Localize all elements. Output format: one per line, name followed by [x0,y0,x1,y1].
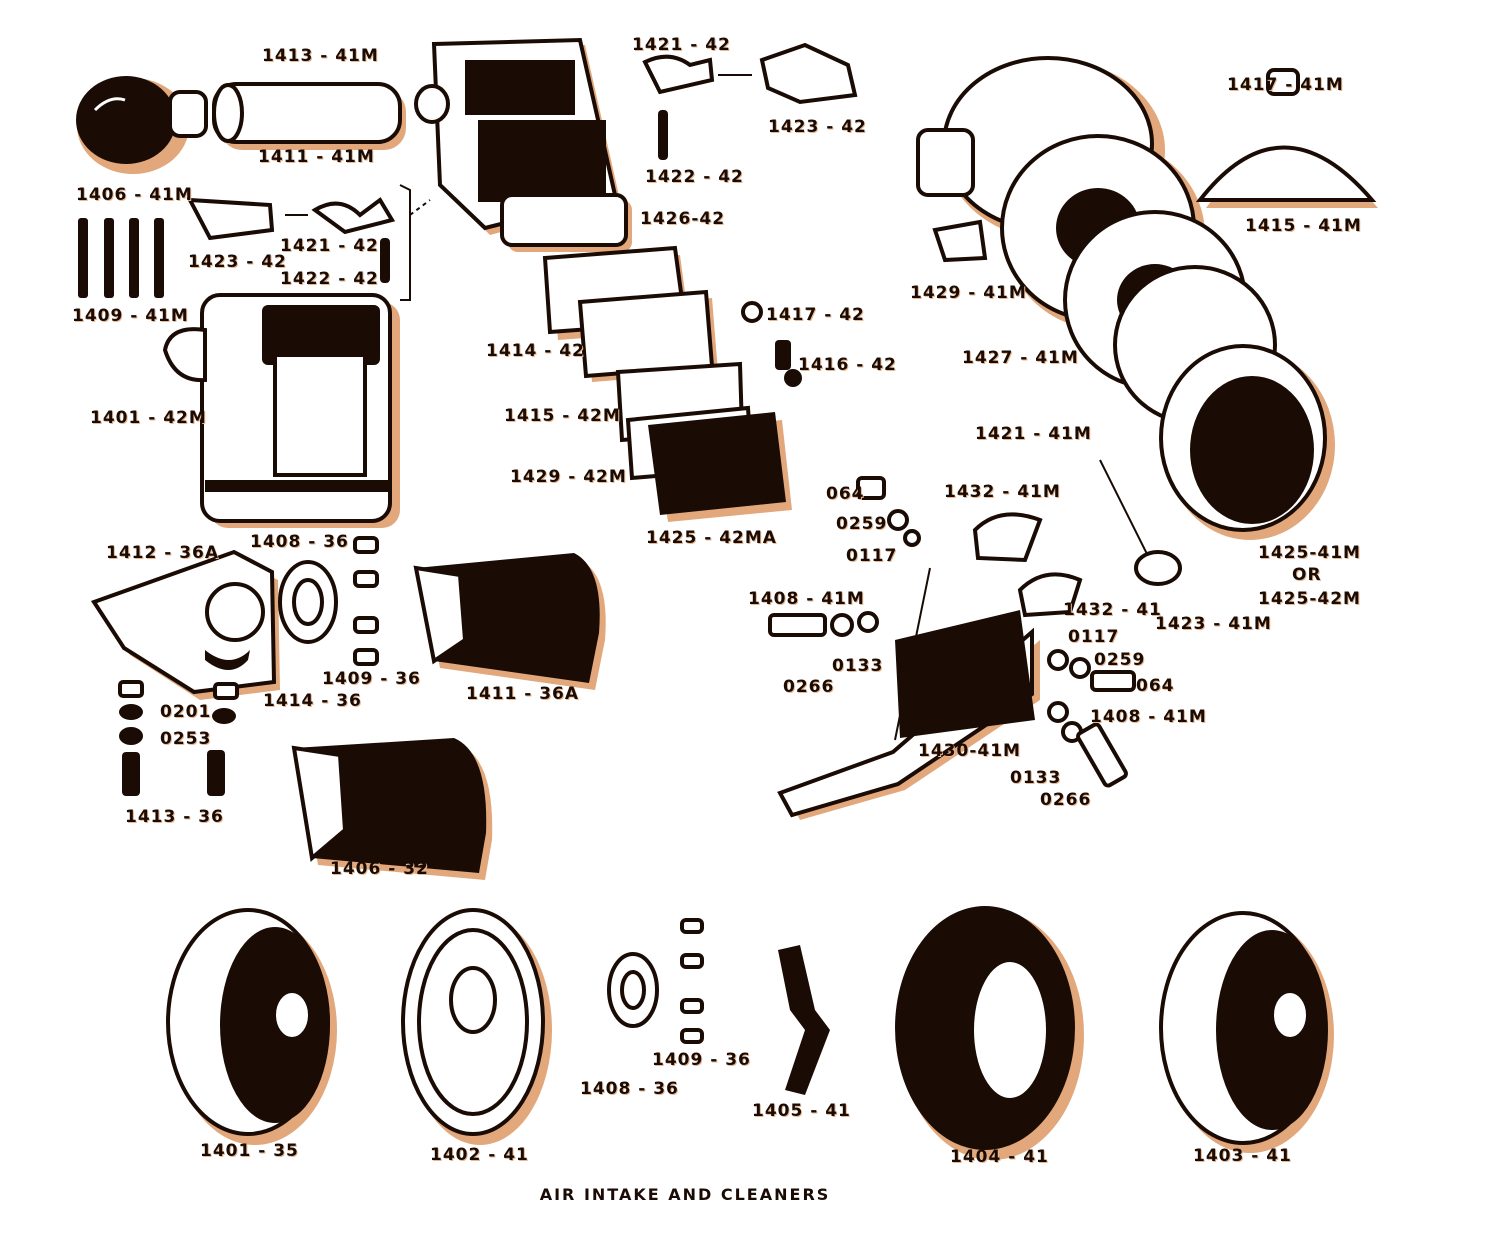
label-1411-41m: 1411 - 41M [258,147,375,167]
bracket-line [399,184,411,301]
label-1425-42ma: 1425 - 42MA [646,528,777,548]
gasket-1408-part [607,918,704,1044]
label-1408-41m-right: 1408 - 41M [1090,707,1207,727]
clip-part [186,197,396,241]
label-0117-top: 0117 [846,546,898,566]
label-1423-42-top: 1423 - 42 [768,117,867,137]
intake-elbow-part [90,549,280,700]
wing-bolt-part [1099,459,1182,586]
filter-tire-1404-part [895,906,1084,1160]
washers-left-part [118,680,239,796]
drum-cover-1403-part [1159,911,1334,1153]
drum-cover-1401-part [166,908,337,1145]
label-1405-41: 1405 - 41 [752,1101,851,1121]
intake-hose-part [212,82,406,150]
label-1403-41: 1403 - 41 [1193,1146,1292,1166]
label-064-top: 064 [826,484,865,504]
label-1408-36-bot: 1408 - 36 [580,1079,679,1099]
label-1415-41m: 1415 - 41M [1245,216,1362,236]
label-or: OR [1292,565,1322,585]
label-1416-42: 1416 - 42 [798,355,897,375]
bolt-set-part [78,218,164,298]
diagram-title: AIR INTAKE AND CLEANERS [539,1185,831,1204]
label-1402-41: 1402 - 41 [430,1145,529,1165]
label-0266-right: 0266 [1040,790,1092,810]
label-1429-42m: 1429 - 42M [510,467,627,487]
label-1408-36-mid: 1408 - 36 [250,532,349,552]
label-0201: 0201 [160,702,212,722]
gasket-part [278,560,338,644]
label-1422-42-top: 1422 - 42 [645,167,744,187]
mount-bracket-part [777,567,1040,820]
label-1421-42-left: 1421 - 42 [280,236,379,256]
label-1425-41m: 1425-41M [1258,543,1361,563]
backplate-1402-part [401,908,552,1145]
top-clip-part [642,42,858,160]
pin-part [380,238,390,283]
label-1422-42-left: 1422 - 42 [280,269,379,289]
label-1401-35: 1401 - 35 [200,1141,299,1161]
label-1423-41m: 1423 - 41M [1155,614,1272,634]
label-0266-left: 0266 [783,677,835,697]
label-1427-41m: 1427 - 41M [962,348,1079,368]
label-0259-top: 0259 [836,514,888,534]
strap-1405-part [778,945,830,1095]
label-1414-42: 1414 - 42 [486,341,585,361]
label-1409-36-mid: 1409 - 36 [322,669,421,689]
label-1404-41: 1404 - 41 [950,1147,1049,1167]
label-1430-41m: 1430-41M [918,741,1021,761]
filter-elements-part [542,245,792,522]
label-064-right: 064 [1136,676,1175,696]
scoop-part [413,553,606,690]
label-0117-right: 0117 [1068,627,1120,647]
lower-scoop-part [291,738,493,880]
label-1411-36a: 1411 - 36A [466,684,580,704]
round-cap-part [76,76,208,174]
label-1413-41m: 1413 - 41M [262,46,379,66]
label-1406-41m: 1406 - 41M [76,185,193,205]
label-0253: 0253 [160,729,212,749]
label-1426-42: 1426-42 [640,209,726,229]
label-1421-42-top: 1421 - 42 [632,35,731,55]
label-1413-36: 1413 - 36 [125,807,224,827]
bolts-washers-part [768,476,1136,788]
cover-plate-part [500,193,632,252]
screws-part [353,536,379,666]
label-1421-41m: 1421 - 41M [975,424,1092,444]
dome-cap-part [1195,68,1378,208]
outer-cup-part [1159,344,1335,540]
label-1415-42m: 1415 - 42M [504,406,621,426]
label-1412-36a: 1412 - 36A [106,543,220,563]
label-1409-36-bot: 1409 - 36 [652,1050,751,1070]
label-1417-42: 1417 - 42 [766,305,865,325]
label-1414-36: 1414 - 36 [263,691,362,711]
label-1423-42-left: 1423 - 42 [188,252,287,272]
label-1429-41m: 1429 - 41M [910,283,1027,303]
air-cleaner-box-part [162,293,400,528]
label-1401-42m: 1401 - 42M [90,408,207,428]
small-nut-part [741,301,802,387]
label-1432-41: 1432 - 41 [1063,600,1162,620]
label-1432-41m: 1432 - 41M [944,482,1061,502]
label-1409-41m: 1409 - 41M [72,306,189,326]
label-0133-right: 0133 [1010,768,1062,788]
label-0259-right: 0259 [1094,650,1146,670]
label-0133-left: 0133 [832,656,884,676]
label-1417-41m: 1417 - 41M [1227,75,1344,95]
strap-clips-part [972,512,1083,618]
label-1425-42m: 1425-42M [1258,589,1361,609]
label-1406-32: 1406 - 32 [330,859,429,879]
label-1408-41m-left: 1408 - 41M [748,589,865,609]
